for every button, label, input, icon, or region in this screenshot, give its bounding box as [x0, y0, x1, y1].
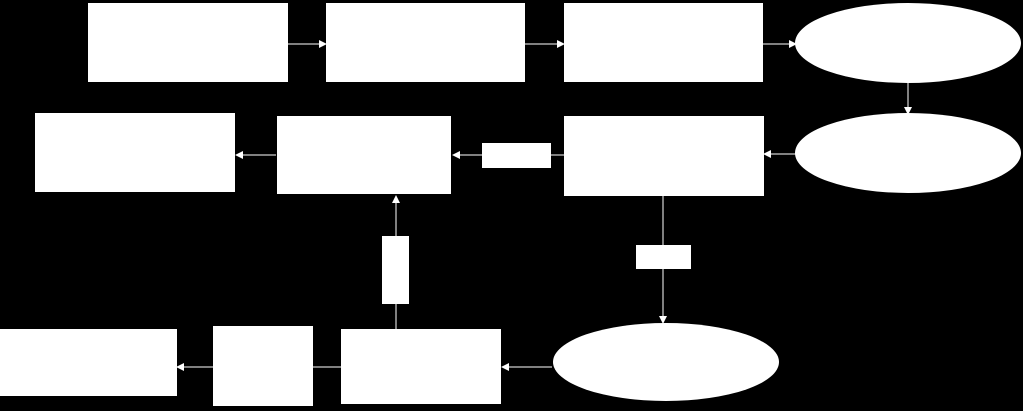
node-n5[interactable] [795, 113, 1021, 193]
node-n4[interactable] [795, 3, 1021, 83]
node-n10[interactable] [341, 329, 501, 404]
node-n9[interactable] [553, 323, 779, 401]
edge-label-box-2 [636, 245, 691, 269]
node-n11[interactable] [213, 326, 313, 406]
node-n8[interactable] [35, 113, 235, 192]
node-n1[interactable] [88, 3, 288, 82]
edge-label-box-1 [482, 143, 551, 168]
node-n7[interactable] [277, 116, 451, 194]
node-n2[interactable] [326, 3, 525, 82]
node-n3[interactable] [564, 3, 763, 82]
node-n12[interactable] [0, 329, 177, 396]
edge-label-box-3 [382, 236, 409, 304]
node-n6[interactable] [564, 116, 764, 196]
